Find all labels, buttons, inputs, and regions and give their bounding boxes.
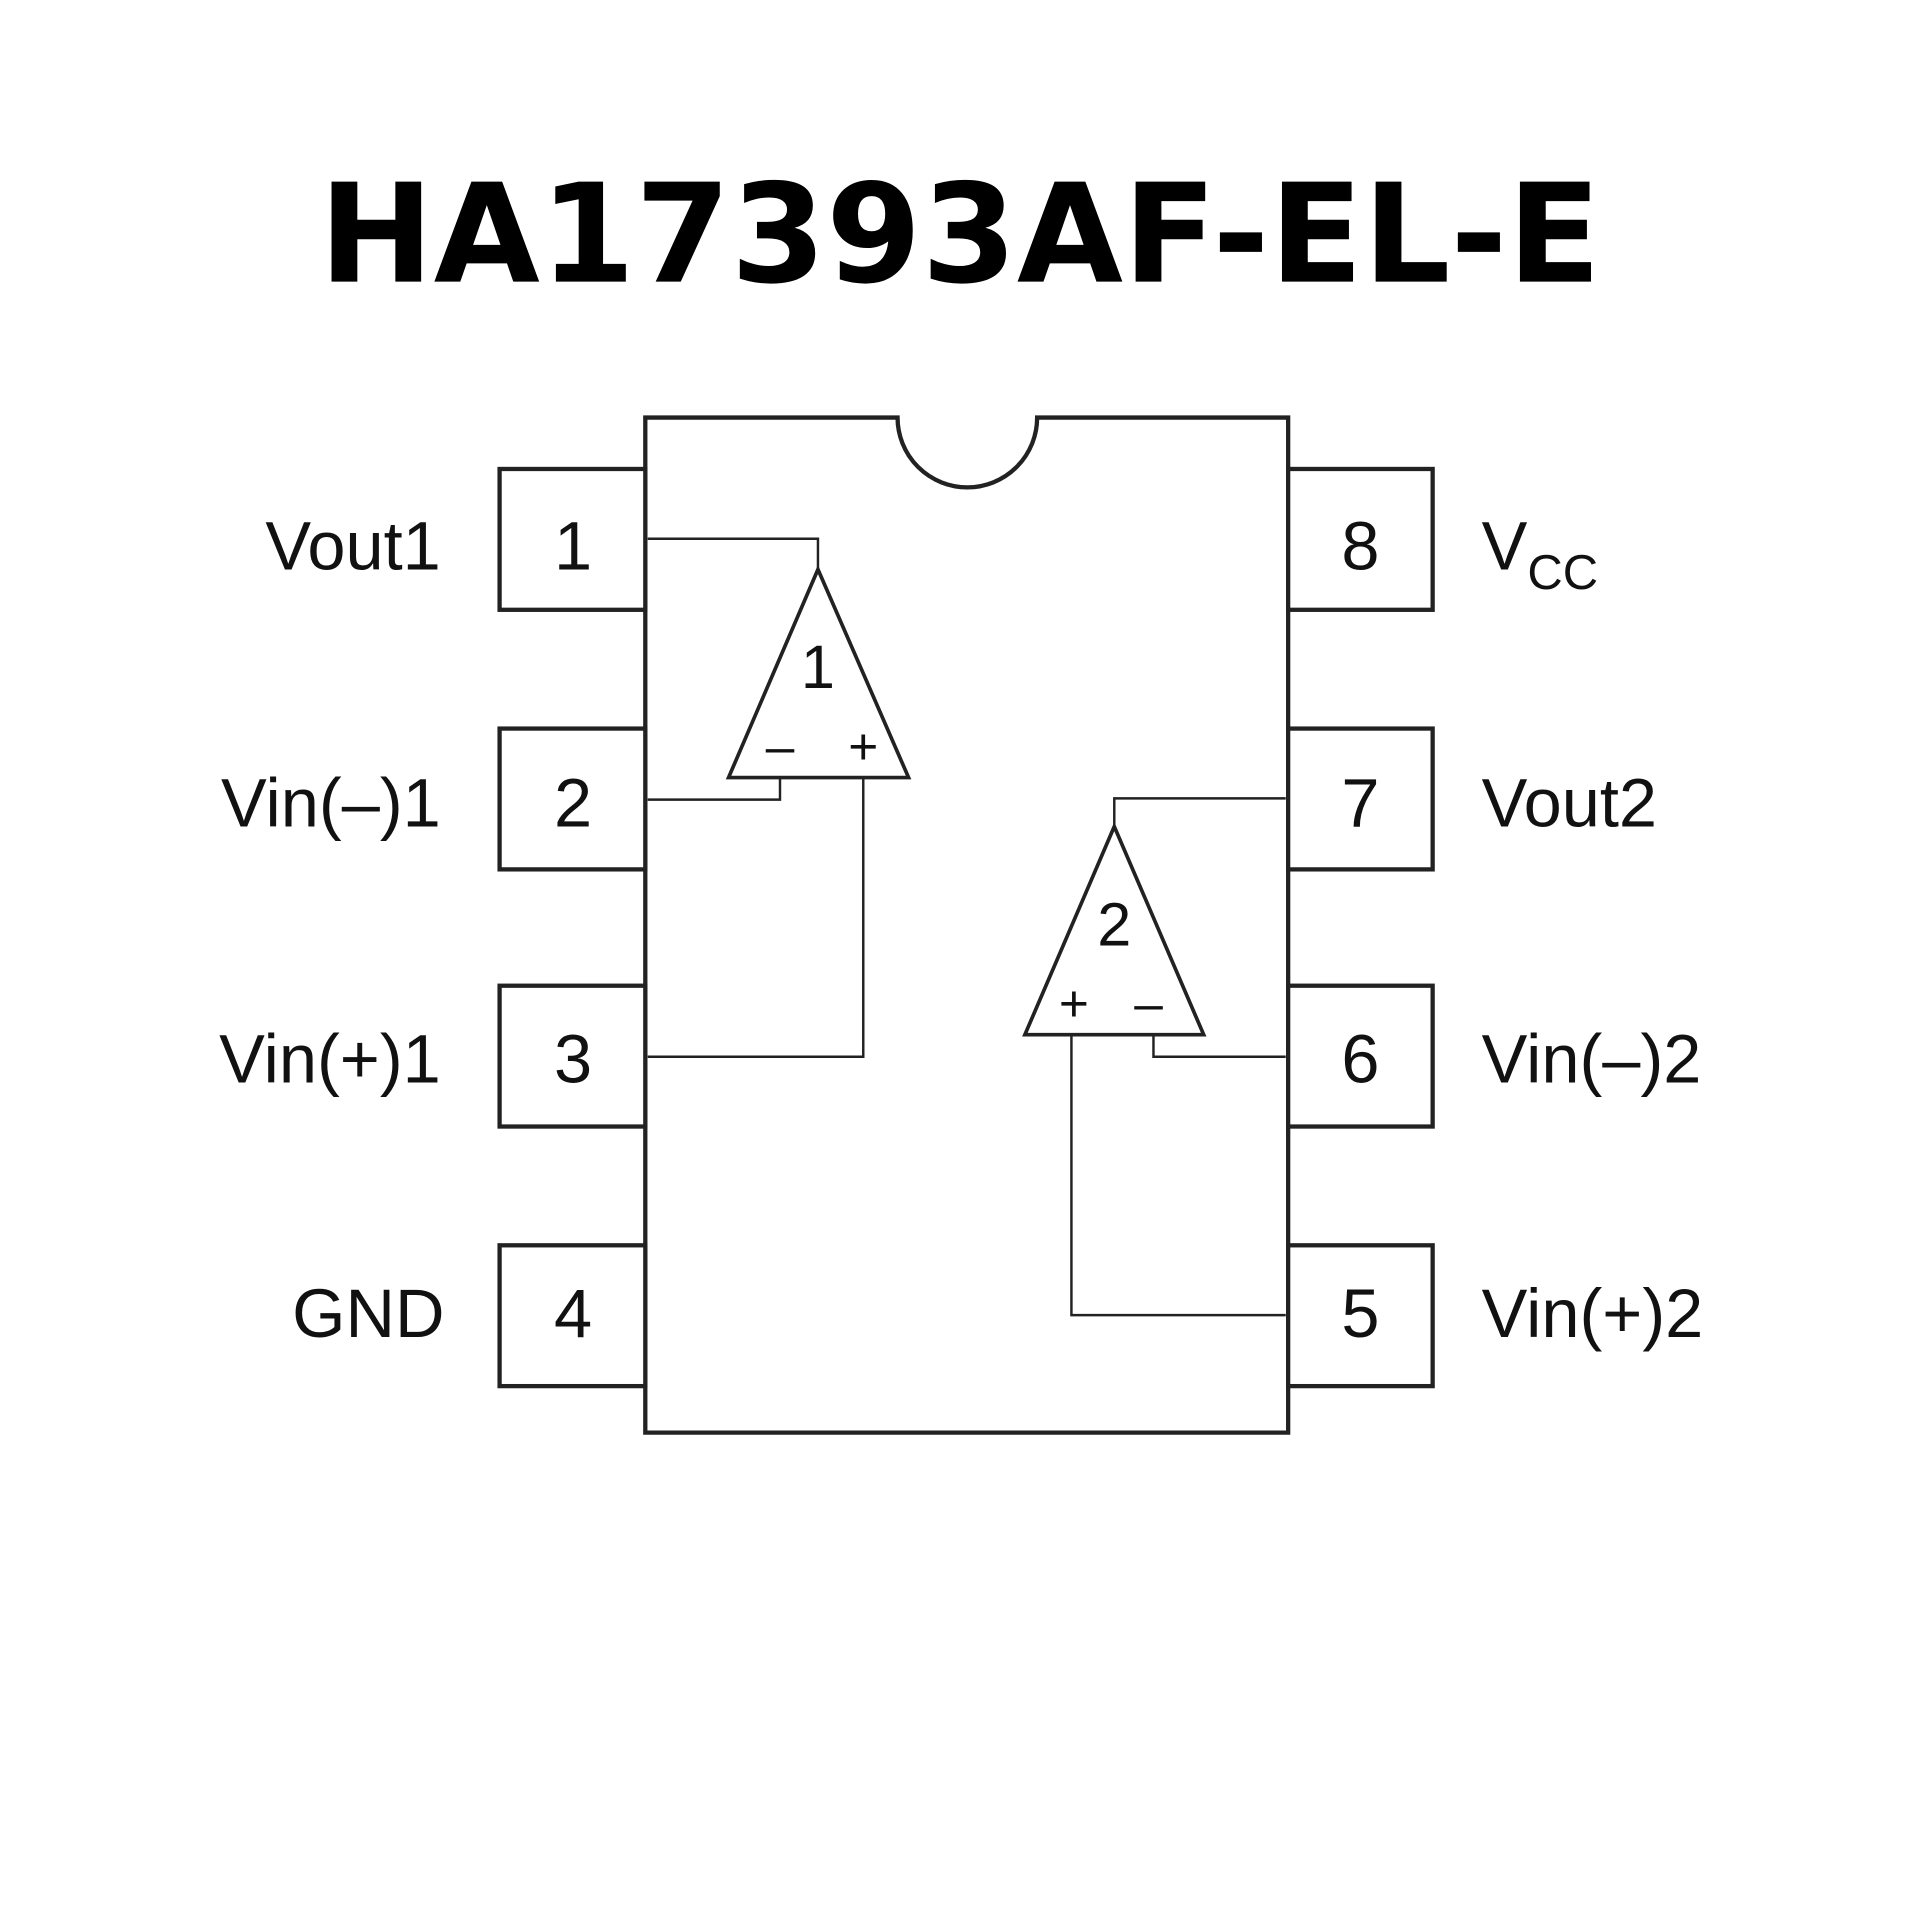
comparator-1: 1 – + bbox=[647, 537, 912, 1058]
wire-out1 bbox=[647, 537, 820, 570]
pin-number: 8 bbox=[1341, 507, 1379, 584]
pin-1: 1 Vout1 bbox=[265, 466, 648, 612]
pin-number: 2 bbox=[554, 765, 592, 842]
pin-4: 4 GND bbox=[292, 1243, 648, 1389]
pin-number: 3 bbox=[554, 1020, 592, 1097]
pin-label: Vin(–)1 bbox=[221, 765, 441, 842]
pin-3: 3 Vin(+)1 bbox=[219, 983, 648, 1129]
pin-label: Vout1 bbox=[265, 507, 440, 584]
pin-number: 7 bbox=[1341, 765, 1379, 842]
pin-label: Vin(–)2 bbox=[1482, 1020, 1702, 1097]
pin-number: 5 bbox=[1341, 1275, 1379, 1352]
wire-in-plus1 bbox=[647, 777, 865, 1058]
pin-7: 7 Vout2 bbox=[1286, 726, 1657, 872]
comparator-triangle bbox=[1022, 821, 1207, 1037]
minus-sign: – bbox=[1134, 974, 1163, 1032]
part-number-title: HA17393AF-EL-E bbox=[319, 156, 1601, 315]
plus-sign: + bbox=[848, 717, 878, 775]
wire-in-minus1 bbox=[647, 777, 782, 801]
plus-sign: + bbox=[1059, 974, 1089, 1032]
pin-number: 1 bbox=[554, 507, 592, 584]
wire-in-minus2 bbox=[1152, 1034, 1286, 1058]
pin-label: Vin(+)2 bbox=[1482, 1275, 1704, 1352]
pin-label: VCC bbox=[1482, 507, 1598, 600]
pin-8: 8 VCC bbox=[1286, 466, 1598, 612]
comparator-id: 1 bbox=[801, 633, 835, 701]
pin-label: Vout2 bbox=[1482, 765, 1657, 842]
pin-label: GND bbox=[292, 1275, 444, 1352]
pin-label: Vin(+)1 bbox=[219, 1020, 441, 1097]
comparator-id: 2 bbox=[1097, 890, 1131, 958]
pin-number: 4 bbox=[554, 1275, 592, 1352]
minus-sign: – bbox=[766, 717, 795, 775]
pin-5: 5 Vin(+)2 bbox=[1286, 1243, 1704, 1389]
pin-number: 6 bbox=[1341, 1020, 1379, 1097]
comparator-triangle bbox=[725, 564, 912, 780]
pin-2: 2 Vin(–)1 bbox=[221, 726, 648, 872]
pin-label-main: V bbox=[1482, 507, 1528, 584]
wire-out2 bbox=[1113, 797, 1286, 827]
pin-6: 6 Vin(–)2 bbox=[1286, 983, 1702, 1129]
comparator-2: 2 + – bbox=[1022, 797, 1286, 1317]
ic-body bbox=[643, 415, 1291, 1435]
wire-in-plus2 bbox=[1070, 1034, 1286, 1317]
pin-label-subscript: CC bbox=[1527, 546, 1598, 600]
